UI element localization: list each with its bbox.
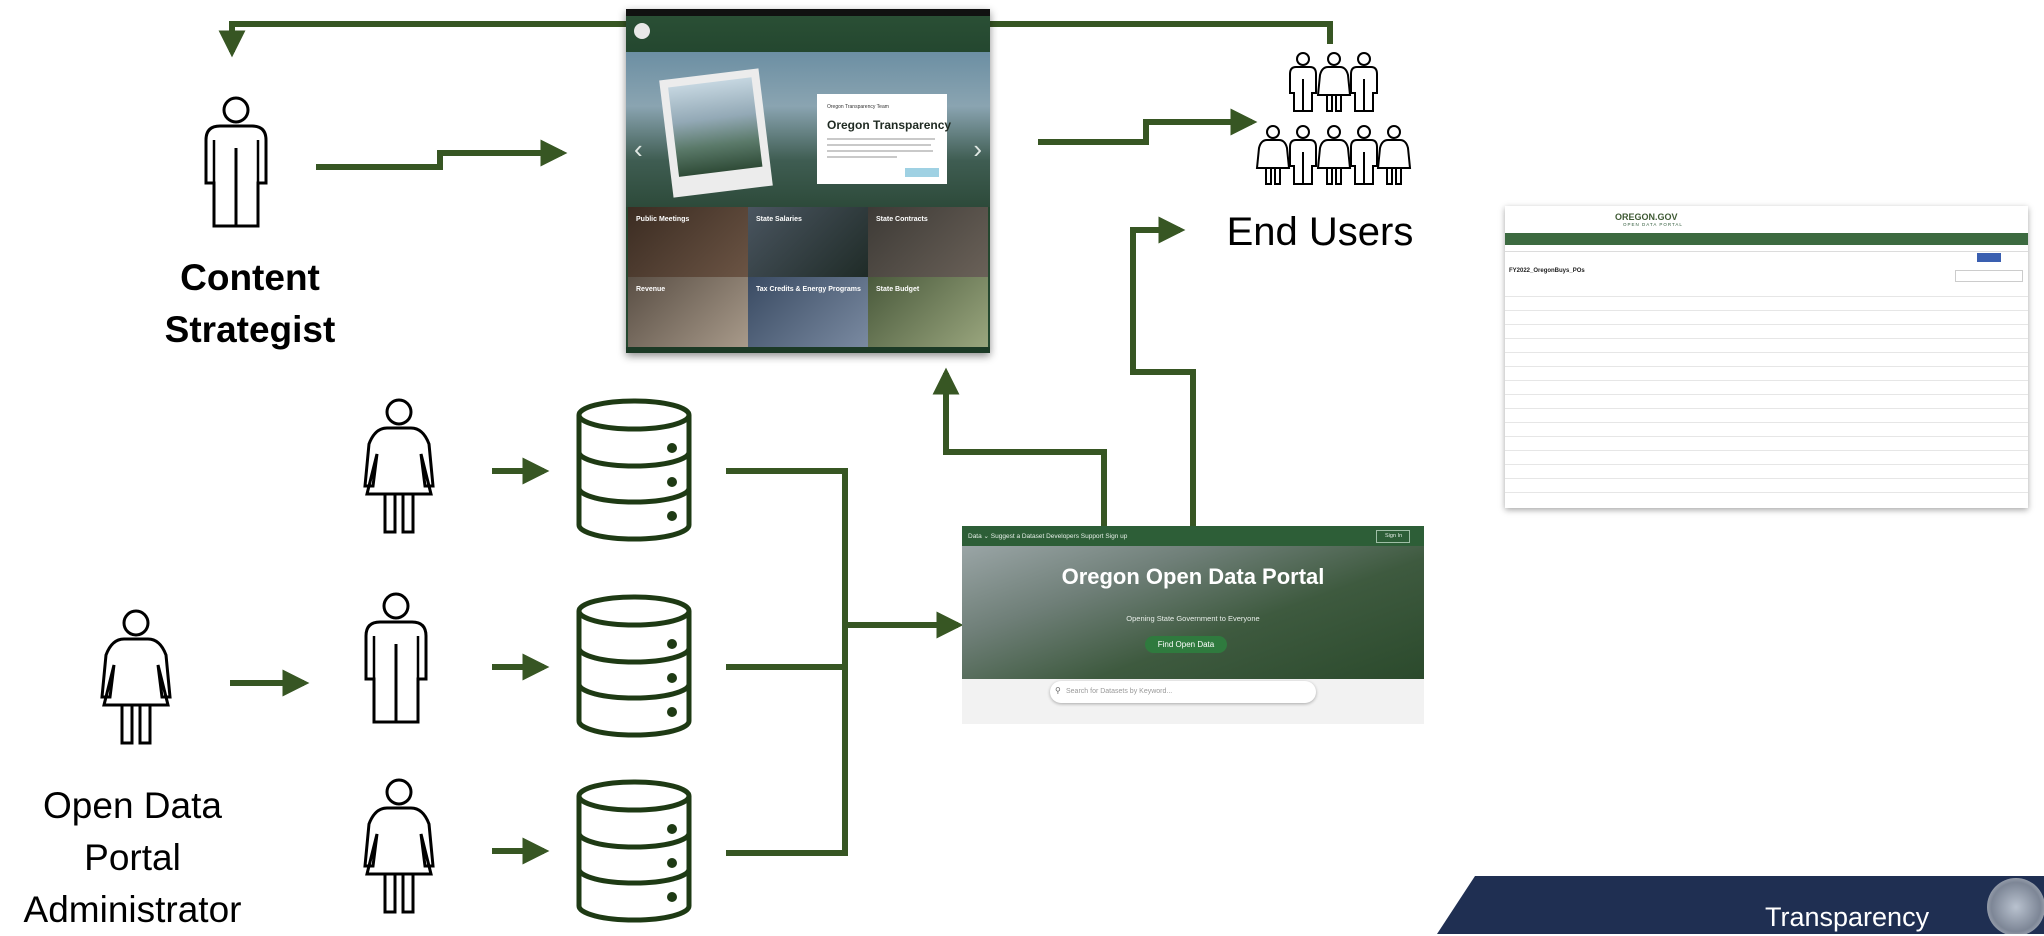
open-data-admin-icon (100, 609, 172, 745)
arrow-site-to-strategist (218, 21, 626, 58)
database-icon-3 (579, 782, 689, 920)
tile-title: State Salaries (756, 216, 802, 223)
site-footer (626, 347, 990, 353)
end-user-icon (1289, 52, 1317, 112)
table-row (1505, 408, 2028, 409)
hero-card-text-line (827, 144, 931, 146)
table-row (1505, 310, 2028, 311)
hero-card-kicker: Oregon Transparency Team (827, 104, 889, 110)
arrow-site-to-endusers (1038, 108, 1258, 145)
polaroid-photo (659, 68, 773, 198)
portal-nav: Data ⌄ Suggest a Dataset Developers Supp… (962, 526, 1424, 546)
content-strategist-label: Content Strategist (164, 257, 336, 350)
end-user-icon (1377, 125, 1411, 185)
table-row (1505, 492, 2028, 493)
hero-card: Oregon Transparency Team Oregon Transpar… (817, 94, 951, 184)
tile-state-contracts: State Contracts (868, 207, 988, 277)
arrow-portal-to-endusers (1130, 216, 1196, 526)
carousel-prev-icon: ‹ (634, 134, 643, 164)
tile-revenue: Revenue (628, 277, 748, 347)
end-users-group-icon (1256, 52, 1411, 185)
site-hero: ‹ › Oregon Transparency Team Oregon Tran… (626, 52, 990, 207)
table-row (1505, 464, 2028, 465)
search-icon: ⚲ (1055, 686, 1061, 695)
transparency-banner: Transparency (1437, 876, 2044, 934)
content-strategist-icon (204, 96, 268, 228)
table-row (1505, 380, 2028, 381)
table-row (1505, 436, 2028, 437)
tile-title: State Contracts (876, 216, 928, 223)
portal-hero (962, 546, 1424, 679)
open-data-admin-label: Open Data Portal Administrator (23, 785, 242, 930)
tile-tax-credits: Tax Credits & Energy Programs (748, 277, 868, 347)
portal-search: ⚲ Search for Datasets by Keyword... (1050, 681, 1316, 703)
staff-man-icon-2 (364, 592, 428, 724)
tile-state-budget: State Budget (868, 277, 988, 347)
table-row (1505, 394, 2028, 395)
database-icon-1 (579, 401, 689, 539)
portal-title: Oregon Open Data Portal (1061, 564, 1325, 589)
portal-subtitle: Opening State Government to Everyone (1126, 614, 1260, 623)
site-topbar (626, 9, 990, 16)
end-user-icon (1350, 52, 1378, 112)
tile-public-meetings: Public Meetings (628, 207, 748, 277)
portal-nav-items: Data ⌄ Suggest a Dataset Developers Supp… (968, 533, 1128, 540)
banner-text: Transparency (1765, 902, 1930, 932)
line-db1-to-merge (726, 468, 848, 856)
portal-sign-in: Sign In (1376, 530, 1410, 543)
staff-woman-icon-1 (363, 398, 435, 534)
tile-state-salaries: State Salaries (748, 207, 868, 277)
portal-sign-in-label: Sign In (1385, 533, 1403, 539)
dataset-name: FY2022_OregonBuys_POs (1509, 268, 1585, 274)
table-row (1505, 352, 2028, 353)
transparency-website-screenshot: ‹ › Oregon Transparency Team Oregon Tran… (626, 9, 990, 353)
tile-title: State Budget (876, 286, 920, 293)
table-nav-bar (1505, 233, 2028, 245)
hero-card-button (905, 168, 939, 177)
hero-card-title: Oregon Transparency (827, 118, 952, 132)
open-data-portal-screenshot: Data ⌄ Suggest a Dataset Developers Supp… (962, 526, 1424, 724)
arrow-strategist-to-site (316, 139, 568, 170)
oregon-gov-logo: OREGON.GOV (1615, 212, 1678, 222)
table-row (1505, 324, 2028, 325)
table-row (1505, 478, 2028, 479)
tile-title: Tax Credits & Energy Programs (756, 286, 861, 293)
tile-title: Revenue (636, 286, 666, 293)
table-row (1505, 422, 2028, 423)
tile-title: Public Meetings (636, 216, 690, 223)
find-open-data-button: Find Open Data (1145, 636, 1227, 653)
line-site-to-endusers (990, 21, 1333, 44)
table-row (1505, 338, 2028, 339)
carousel-next-icon: › (973, 134, 982, 164)
staff-woman-icon-3 (363, 778, 435, 914)
end-user-icon (1289, 125, 1317, 185)
state-seal-icon (1987, 878, 2044, 934)
site-header (626, 16, 990, 52)
end-user-icon (1317, 125, 1351, 185)
database-icon-2 (579, 597, 689, 735)
table-row (1505, 450, 2028, 451)
end-user-icon (1317, 52, 1351, 112)
open-data-portal-logo-text: OPEN DATA PORTAL (1623, 222, 1683, 227)
mountain-photo (668, 77, 763, 177)
end-users-label: End Users (1226, 210, 1414, 254)
table-row (1505, 296, 2028, 297)
table-tab-divider (1505, 251, 2028, 252)
hero-card-text-line (827, 138, 935, 140)
end-user-icon (1256, 125, 1290, 185)
hero-card-text-line (827, 156, 897, 158)
portal-search-placeholder: Search for Datasets by Keyword... (1066, 688, 1173, 695)
table-header (1505, 206, 2028, 230)
arrow-portal-to-site (932, 367, 1107, 526)
end-user-icon (1350, 125, 1378, 185)
hero-card-text-line (827, 150, 933, 152)
table-row (1505, 366, 2028, 367)
table-search-box (1955, 270, 2023, 282)
table-actions-button (1977, 253, 2001, 262)
oregon-seal-icon (634, 23, 650, 39)
dataset-table-screenshot: OREGON.GOV OPEN DATA PORTAL FY2022_Orego… (1505, 206, 2028, 508)
